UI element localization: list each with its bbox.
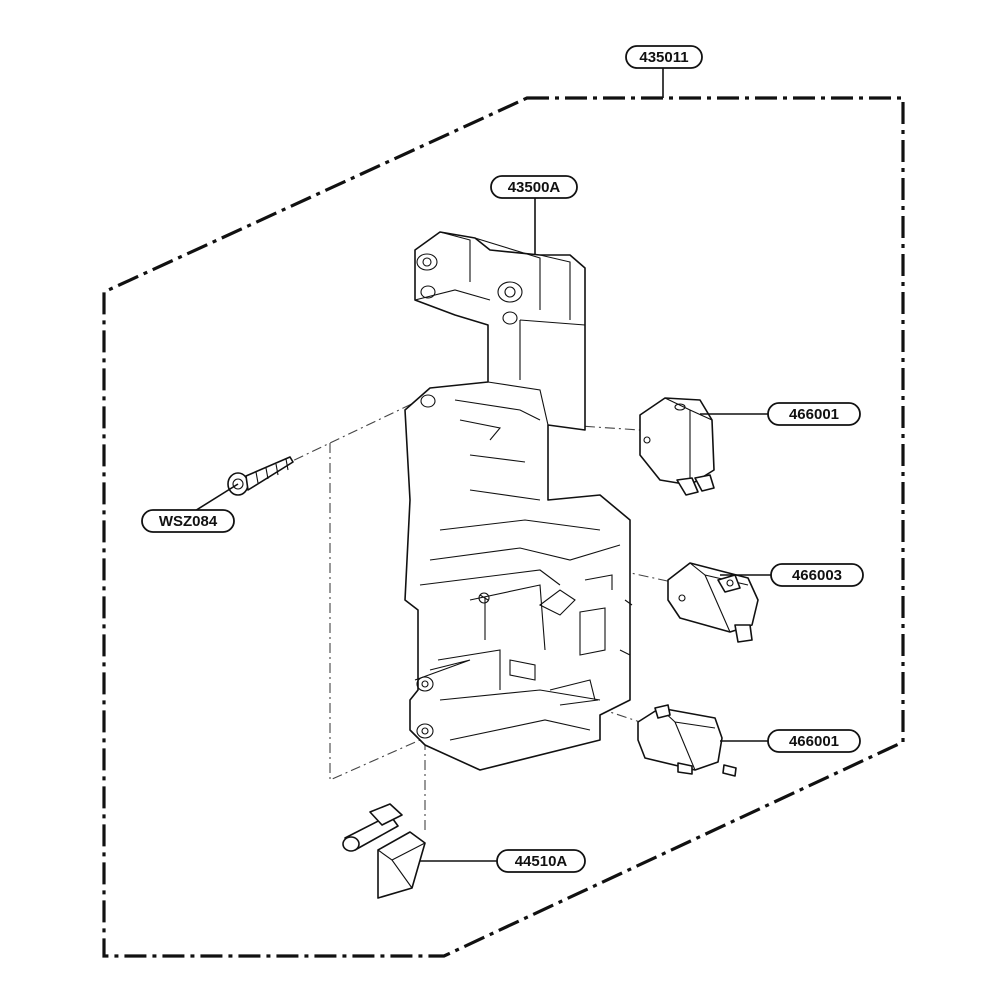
callout-assembly: 435011 — [625, 45, 703, 69]
callout-switch-top: 466001 — [767, 402, 861, 426]
callout-switch-middle: 466003 — [770, 563, 864, 587]
screw-part — [227, 456, 294, 496]
micro-switch-top-part — [639, 397, 715, 496]
callout-screw-label: WSZ084 — [159, 513, 218, 530]
leader-lines — [189, 195, 773, 862]
callout-assembly-label: 435011 — [639, 49, 688, 66]
callout-frame-label: 43500A — [508, 179, 561, 196]
callout-switch-bottom: 466001 — [767, 729, 861, 753]
assembly-boundary — [102, 96, 905, 958]
callout-screw: WSZ084 — [141, 509, 235, 533]
callout-lever-label: 44510A — [515, 853, 568, 870]
lever-part — [342, 803, 426, 899]
callout-frame: 43500A — [490, 175, 578, 199]
callout-switch-top-label: 466001 — [789, 406, 839, 423]
micro-switch-middle-part — [667, 562, 759, 643]
callout-switch-middle-label: 466003 — [792, 567, 842, 584]
housing-frame-part — [404, 231, 633, 771]
callout-lever: 44510A — [496, 849, 586, 873]
micro-switch-bottom-part — [637, 704, 737, 777]
callout-switch-bottom-label: 466001 — [789, 733, 839, 750]
